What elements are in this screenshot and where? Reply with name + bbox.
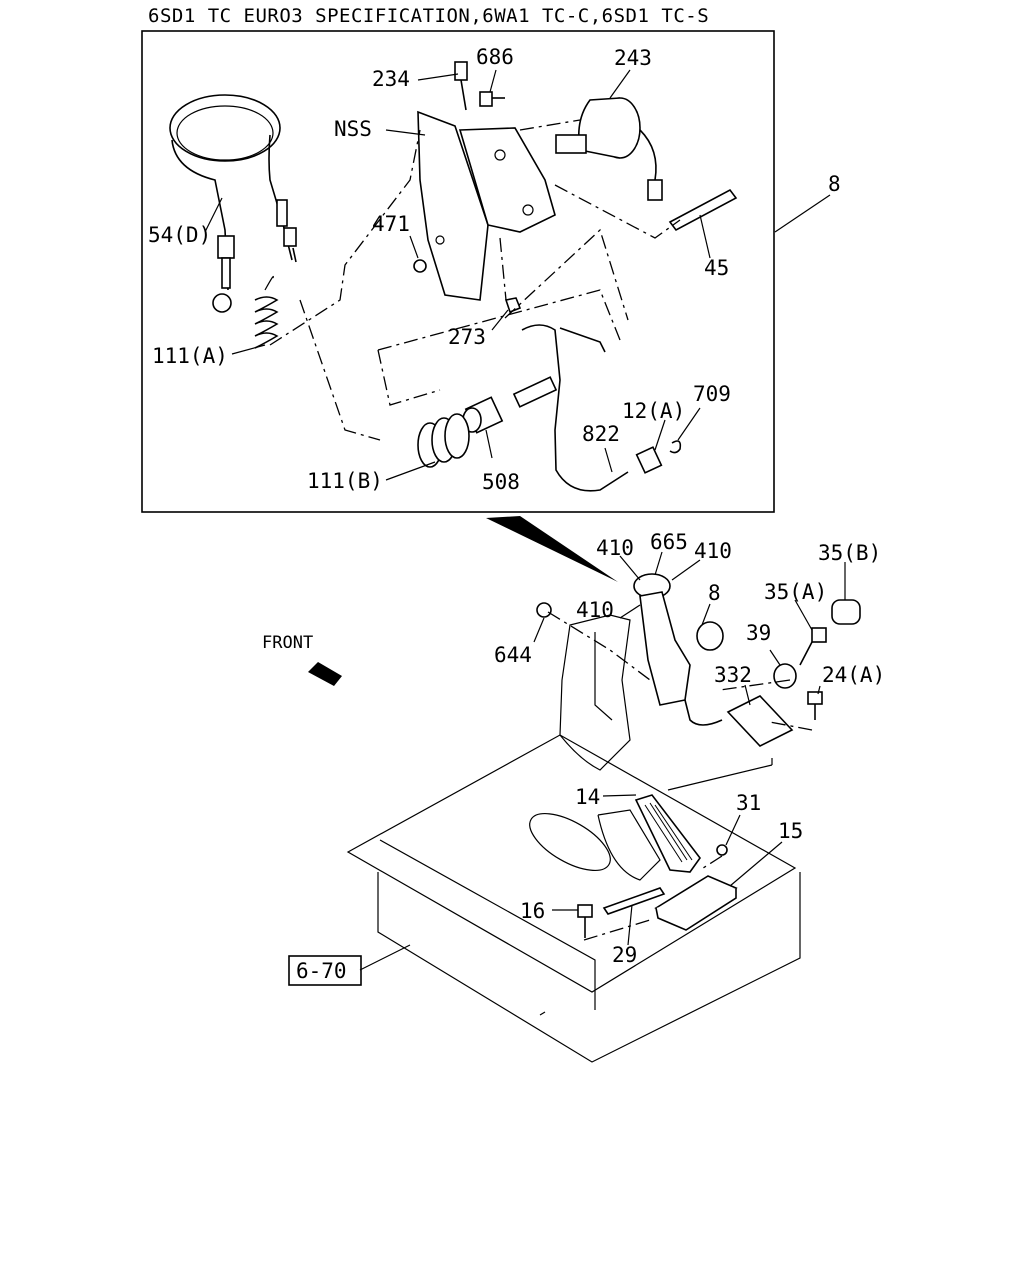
floor-panel <box>346 614 801 1063</box>
part-471-nut <box>413 259 427 273</box>
callout-410-right: 410 <box>694 539 732 563</box>
part-35A-bolt <box>799 627 827 666</box>
callout-234: 234 <box>372 67 410 91</box>
part-29-pin <box>602 887 666 915</box>
callout-686: 686 <box>476 45 514 69</box>
part-12A-bushing <box>635 446 663 474</box>
callout-24A: 24(A) <box>822 663 885 687</box>
part-45-pin <box>668 188 738 232</box>
part-709-clip <box>669 440 682 454</box>
callout-111B: 111(B) <box>307 469 383 493</box>
part-332-bracket <box>726 695 794 747</box>
part-111B-spring <box>417 413 470 468</box>
part-54D-cable <box>169 94 297 313</box>
callout-31: 31 <box>736 791 761 815</box>
callout-NSS: NSS <box>334 117 372 141</box>
callout-12A: 12(A) <box>622 399 685 423</box>
callout-35B: 35(B) <box>818 541 881 565</box>
callout-39: 39 <box>746 621 771 645</box>
callout-665: 665 <box>650 530 688 554</box>
part-273-nut <box>504 297 522 314</box>
part-644-nut <box>536 602 552 618</box>
callout-16: 16 <box>520 899 545 923</box>
reference-box-6-70[interactable] <box>288 955 362 986</box>
inset-explode-lines <box>269 119 681 441</box>
diagram-title: 6SD1 TC EURO3 SPECIFICATION,6WA1 TC-C,6S… <box>148 5 709 27</box>
callout-410-lower: 410 <box>576 598 614 622</box>
callout-332: 332 <box>714 663 752 687</box>
callout-644: 644 <box>494 643 532 667</box>
assembly-explode-lines <box>547 611 813 941</box>
callout-471: 471 <box>372 212 410 236</box>
part-31-nut <box>716 844 728 856</box>
callout-8-top: 8 <box>828 172 841 196</box>
front-label: FRONT <box>262 633 313 653</box>
part-NSS-bracket <box>417 110 556 301</box>
part-24A-bolt <box>807 691 823 720</box>
callout-273: 273 <box>448 325 486 349</box>
callout-111A: 111(A) <box>152 344 228 368</box>
callout-54D: 54(D) <box>148 223 211 247</box>
callout-29: 29 <box>612 943 637 967</box>
callout-45: 45 <box>704 256 729 280</box>
callout-508: 508 <box>482 470 520 494</box>
callout-410-left: 410 <box>596 536 634 560</box>
callout-35A: 35(A) <box>764 580 827 604</box>
part-15-floor-pad <box>654 875 738 931</box>
part-39-washer <box>773 663 797 689</box>
part-822-pedal-arm <box>512 324 629 492</box>
callout-14: 14 <box>575 785 600 809</box>
callout-822: 822 <box>582 422 620 446</box>
part-234-bolt <box>454 61 468 111</box>
inset-leaders <box>204 69 831 481</box>
reference-box-label: 6-70 <box>296 959 347 983</box>
part-16-bolt <box>577 904 593 938</box>
front-arrow-icon <box>308 662 342 686</box>
detail-inset-frame <box>141 30 775 513</box>
callout-8-lower: 8 <box>708 581 721 605</box>
part-8-pedal-bracket-assembly <box>633 573 724 726</box>
assembly-leaders <box>359 551 846 971</box>
part-111A-spring <box>254 275 279 349</box>
callout-709: 709 <box>693 382 731 406</box>
part-686-bolt <box>479 91 505 107</box>
callout-15: 15 <box>778 819 803 843</box>
part-243-actuator <box>555 97 663 201</box>
zoom-pointer-wedge <box>486 516 618 582</box>
callout-243: 243 <box>614 46 652 70</box>
part-35B-cap <box>831 599 861 625</box>
part-14-accelerator-pedal <box>634 794 701 873</box>
